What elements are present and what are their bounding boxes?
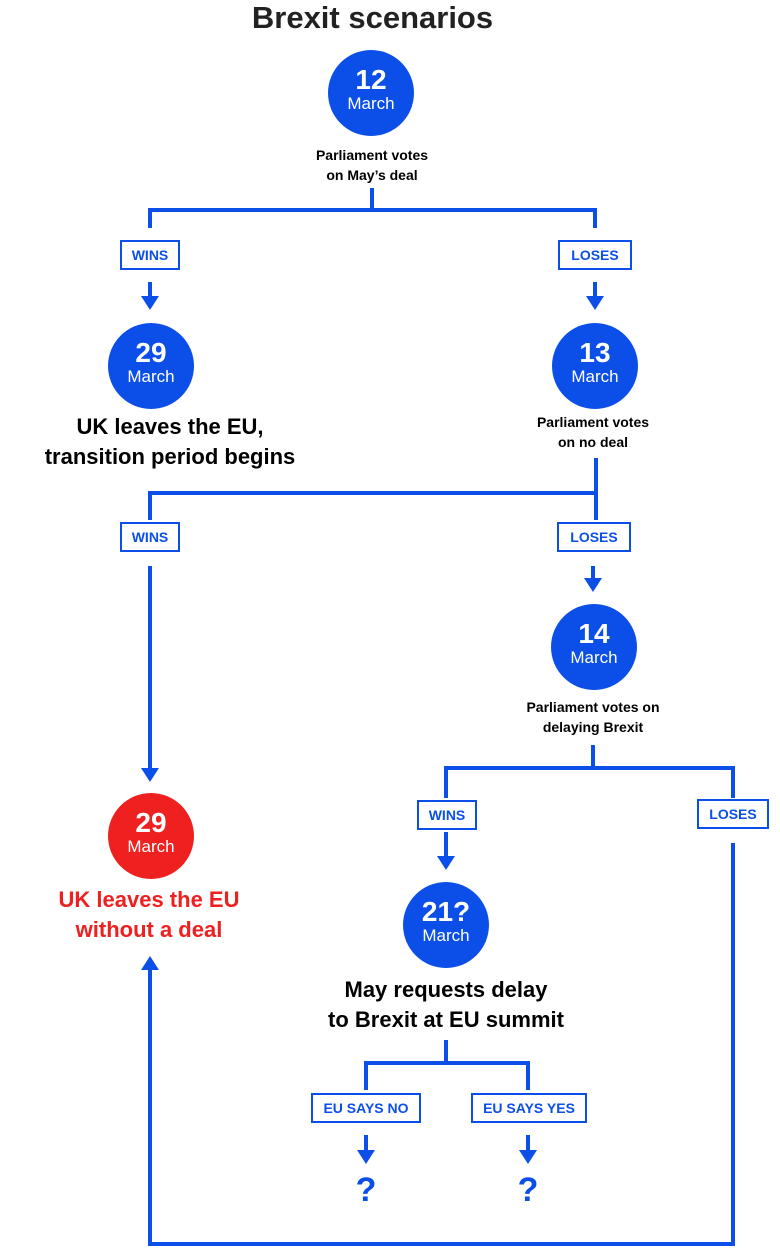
node-13-caption: Parliament votes on no deal (493, 412, 693, 452)
date-day: 13 (579, 337, 611, 368)
date-day: 12 (355, 64, 387, 95)
date-day: 21? (421, 896, 471, 927)
tag-loses: LOSES (697, 799, 769, 829)
date-month: March (571, 367, 619, 386)
caption-line: without a deal (75, 917, 223, 942)
caption-line: on no deal (558, 434, 628, 450)
caption-line: May requests delay (344, 977, 548, 1002)
arrowhead (586, 296, 604, 310)
connector-12-split (148, 208, 597, 228)
date-circle-29-march-nodeal: 29 March (108, 793, 194, 879)
caption-line: on May’s deal (326, 167, 418, 183)
tag-wins: WINS (120, 522, 180, 552)
date-month: March (347, 94, 395, 113)
date-circle-12-march: 12 March (328, 50, 414, 136)
page-title: Brexit scenarios (251, 0, 494, 35)
date-month: March (127, 837, 175, 856)
arrowhead (437, 856, 455, 870)
arrowhead (357, 1150, 375, 1164)
caption-line: transition period begins (44, 444, 296, 469)
date-circle-14-march: 14 March (551, 604, 637, 690)
caption-line: delaying Brexit (542, 719, 644, 735)
arrowhead (141, 768, 159, 782)
caption-line: to Brexit at EU summit (328, 1007, 564, 1032)
date-circle-29-march-deal: 29 March (108, 323, 194, 409)
date-day: 14 (578, 618, 610, 649)
arrowhead (519, 1150, 537, 1164)
caption-line: Parliament votes on (526, 699, 660, 715)
date-month: March (127, 367, 175, 386)
arrowhead (141, 296, 159, 310)
tag-eu-says-yes: EU SAYS YES (471, 1093, 587, 1123)
date-month: March (422, 926, 470, 945)
outcome-unknown-yes: ? (517, 1171, 539, 1209)
caption-line: Parliament votes (536, 414, 650, 430)
date-month: March (570, 648, 618, 667)
node-12-caption: Parliament votes on May’s deal (272, 145, 472, 185)
connector-14-split (444, 745, 735, 798)
node-29-deal-caption: UK leaves the EU, transition period begi… (0, 412, 340, 472)
node-21-caption: May requests delay to Brexit at EU summi… (296, 975, 596, 1035)
caption-line: UK leaves the EU (58, 887, 240, 912)
caption-line: Parliament votes (315, 147, 429, 163)
node-14-caption: Parliament votes on delaying Brexit (493, 697, 693, 737)
arrowhead (141, 956, 159, 970)
node-29-nodeal-caption: UK leaves the EU without a deal (0, 885, 298, 945)
date-circle-21-march: 21? March (403, 882, 489, 968)
tag-loses: LOSES (557, 522, 631, 552)
date-circle-13-march: 13 March (552, 323, 638, 409)
arrowhead (584, 578, 602, 592)
connector-13-split (148, 458, 598, 520)
arrowheads (141, 296, 604, 1164)
caption-line: UK leaves the EU, (76, 414, 264, 439)
date-day: 29 (135, 337, 167, 368)
tag-eu-says-no: EU SAYS NO (311, 1093, 421, 1123)
outcome-unknown-no: ? (355, 1171, 377, 1209)
connector-21-split (364, 1040, 530, 1090)
tag-loses: LOSES (558, 240, 632, 270)
tag-wins: WINS (417, 800, 477, 830)
loop-loses-to-nodeal (148, 843, 735, 1246)
date-day: 29 (135, 807, 167, 838)
tag-wins: WINS (120, 240, 180, 270)
